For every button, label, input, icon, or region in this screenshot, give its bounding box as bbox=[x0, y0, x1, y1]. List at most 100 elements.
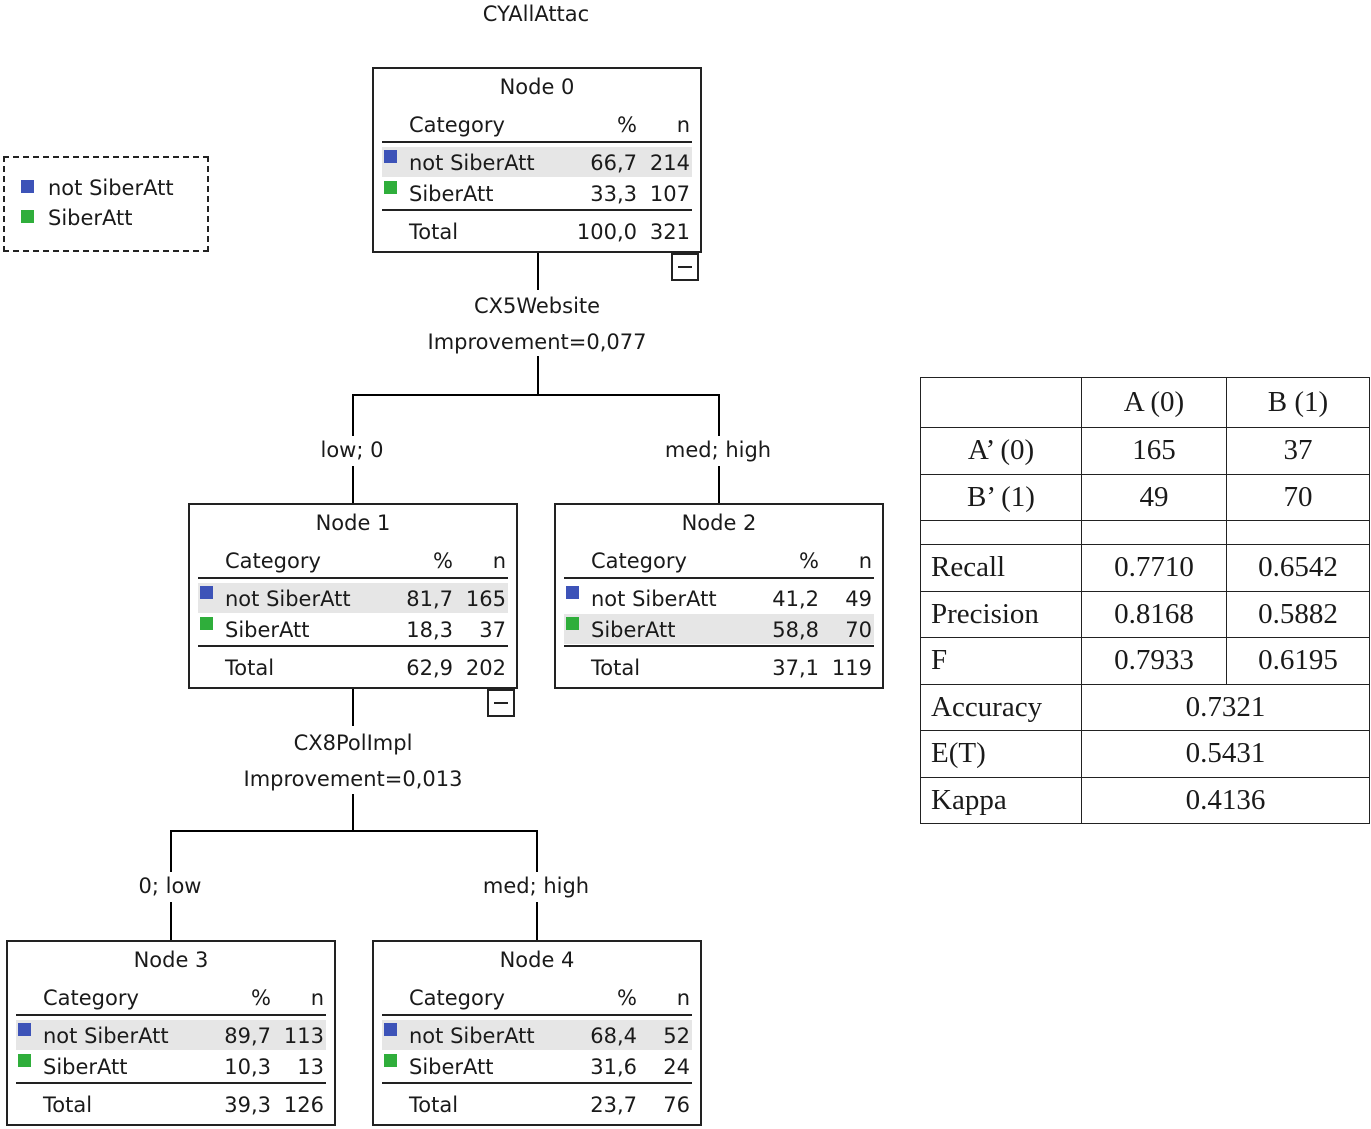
header-pct: % bbox=[251, 986, 271, 1010]
connector-line bbox=[170, 830, 172, 872]
node-header-row: Category % n bbox=[198, 545, 508, 579]
siberatt-swatch bbox=[18, 1054, 31, 1067]
siberatt-swatch bbox=[200, 617, 213, 630]
total-label: Total bbox=[409, 220, 459, 244]
category-pct: 31,6 bbox=[590, 1055, 637, 1079]
category-pct: 68,4 bbox=[590, 1024, 637, 1048]
total-label: Total bbox=[409, 1093, 459, 1117]
not-siberatt-swatch bbox=[566, 586, 579, 599]
category-row: not SiberAtt 68,4 52 bbox=[382, 1020, 692, 1050]
header-category: Category bbox=[225, 549, 321, 573]
row-label: Precision bbox=[920, 590, 1082, 638]
category-pct: 10,3 bbox=[224, 1055, 271, 1079]
tree-node-1[interactable]: Node 1 Category % n not SiberAtt 81,7 16… bbox=[188, 503, 518, 689]
tree-node-4[interactable]: Node 4 Category % n not SiberAtt 68,4 52… bbox=[372, 940, 702, 1126]
row-label: A’ (0) bbox=[920, 427, 1082, 475]
total-divider bbox=[382, 209, 692, 211]
cell-value: 37 bbox=[1226, 427, 1370, 475]
row-label: E(T) bbox=[920, 730, 1082, 778]
overall-row: Kappa 0.4136 bbox=[920, 776, 1370, 824]
total-n: 321 bbox=[649, 220, 690, 244]
header-category: Category bbox=[591, 549, 687, 573]
minus-icon bbox=[494, 702, 508, 704]
connector-line bbox=[352, 466, 354, 504]
siberatt-swatch bbox=[566, 617, 579, 630]
header-category: Category bbox=[409, 986, 505, 1010]
category-n: 49 bbox=[845, 587, 872, 611]
category-pct: 41,2 bbox=[772, 587, 819, 611]
total-label: Total bbox=[225, 656, 275, 680]
row-label: B’ (1) bbox=[920, 473, 1082, 521]
category-label: not SiberAtt bbox=[409, 151, 535, 175]
branch-label-left: low; 0 bbox=[320, 438, 384, 462]
target-variable-title: CYAllAttac bbox=[482, 2, 590, 26]
category-pct: 33,3 bbox=[590, 182, 637, 206]
branch-label-right: med; high bbox=[482, 874, 590, 898]
empty-cell bbox=[920, 520, 1082, 545]
connector-line bbox=[537, 252, 539, 290]
tree-node-2[interactable]: Node 2 Category % n not SiberAtt 41,2 49… bbox=[554, 503, 884, 689]
category-row: SiberAtt 31,6 24 bbox=[382, 1051, 692, 1081]
cell-value: 0.5431 bbox=[1081, 730, 1370, 778]
cell-value: 49 bbox=[1081, 473, 1227, 521]
category-n: 13 bbox=[297, 1055, 324, 1079]
total-label: Total bbox=[591, 656, 641, 680]
total-pct: 100,0 bbox=[576, 220, 637, 244]
cell-value: 0.7710 bbox=[1081, 544, 1227, 592]
legend: not SiberAtt SiberAtt bbox=[3, 156, 209, 252]
collapse-node-1-button[interactable] bbox=[487, 689, 515, 717]
split-variable-cx8polimpl: CX8PolImpl bbox=[293, 731, 413, 755]
total-row: Total 100,0 321 bbox=[382, 216, 692, 246]
total-divider bbox=[198, 645, 508, 647]
category-row: SiberAtt 33,3 107 bbox=[382, 178, 692, 208]
node-title: Node 0 bbox=[499, 75, 575, 99]
category-n: 107 bbox=[649, 182, 690, 206]
category-n: 52 bbox=[663, 1024, 690, 1048]
node-title: Node 3 bbox=[133, 948, 209, 972]
siberatt-swatch bbox=[384, 1054, 397, 1067]
connector-line bbox=[536, 902, 538, 940]
siberatt-swatch bbox=[384, 181, 397, 194]
confusion-row: B’ (1) 49 70 bbox=[920, 473, 1370, 521]
minus-icon bbox=[678, 266, 692, 268]
split-improvement: Improvement=0,077 bbox=[427, 330, 647, 354]
total-divider bbox=[564, 645, 874, 647]
total-n: 126 bbox=[283, 1093, 324, 1117]
total-pct: 37,1 bbox=[772, 656, 819, 680]
metric-row: F 0.7933 0.6195 bbox=[920, 637, 1370, 685]
metrics-header-row: A (0) B (1) bbox=[920, 377, 1370, 428]
cell-value: 70 bbox=[1226, 473, 1370, 521]
metric-row: Precision 0.8168 0.5882 bbox=[920, 590, 1370, 638]
category-label: SiberAtt bbox=[225, 618, 310, 642]
overall-row: Accuracy 0.7321 bbox=[920, 683, 1370, 731]
overall-row: E(T) 0.5431 bbox=[920, 730, 1370, 778]
node-title: Node 1 bbox=[315, 511, 391, 535]
node-header-row: Category % n bbox=[382, 109, 692, 143]
column-header: A (0) bbox=[1081, 377, 1227, 428]
branch-label-right: med; high bbox=[664, 438, 772, 462]
tree-node-0[interactable]: Node 0 Category % n not SiberAtt 66,7 21… bbox=[372, 67, 702, 253]
not-siberatt-swatch bbox=[384, 1023, 397, 1036]
total-row: Total 37,1 119 bbox=[564, 652, 874, 682]
category-pct: 18,3 bbox=[406, 618, 453, 642]
node-header-row: Category % n bbox=[564, 545, 874, 579]
total-n: 119 bbox=[831, 656, 872, 680]
metric-row: Recall 0.7710 0.6542 bbox=[920, 544, 1370, 592]
category-n: 70 bbox=[845, 618, 872, 642]
category-label: SiberAtt bbox=[43, 1055, 128, 1079]
total-pct: 23,7 bbox=[590, 1093, 637, 1117]
split-variable-cx5website: CX5Website bbox=[473, 294, 601, 318]
connector-line bbox=[352, 394, 720, 396]
collapse-node-0-button[interactable] bbox=[671, 253, 699, 281]
tree-node-3[interactable]: Node 3 Category % n not SiberAtt 89,7 11… bbox=[6, 940, 336, 1126]
category-n: 24 bbox=[663, 1055, 690, 1079]
category-n: 165 bbox=[465, 587, 506, 611]
total-pct: 62,9 bbox=[406, 656, 453, 680]
metrics-corner-cell bbox=[920, 377, 1082, 428]
category-row: SiberAtt 58,8 70 bbox=[564, 614, 874, 644]
connector-line bbox=[718, 394, 720, 436]
row-label: Recall bbox=[920, 544, 1082, 592]
category-label: not SiberAtt bbox=[225, 587, 351, 611]
cell-value: 0.7321 bbox=[1081, 683, 1370, 731]
node-title: Node 4 bbox=[499, 948, 575, 972]
